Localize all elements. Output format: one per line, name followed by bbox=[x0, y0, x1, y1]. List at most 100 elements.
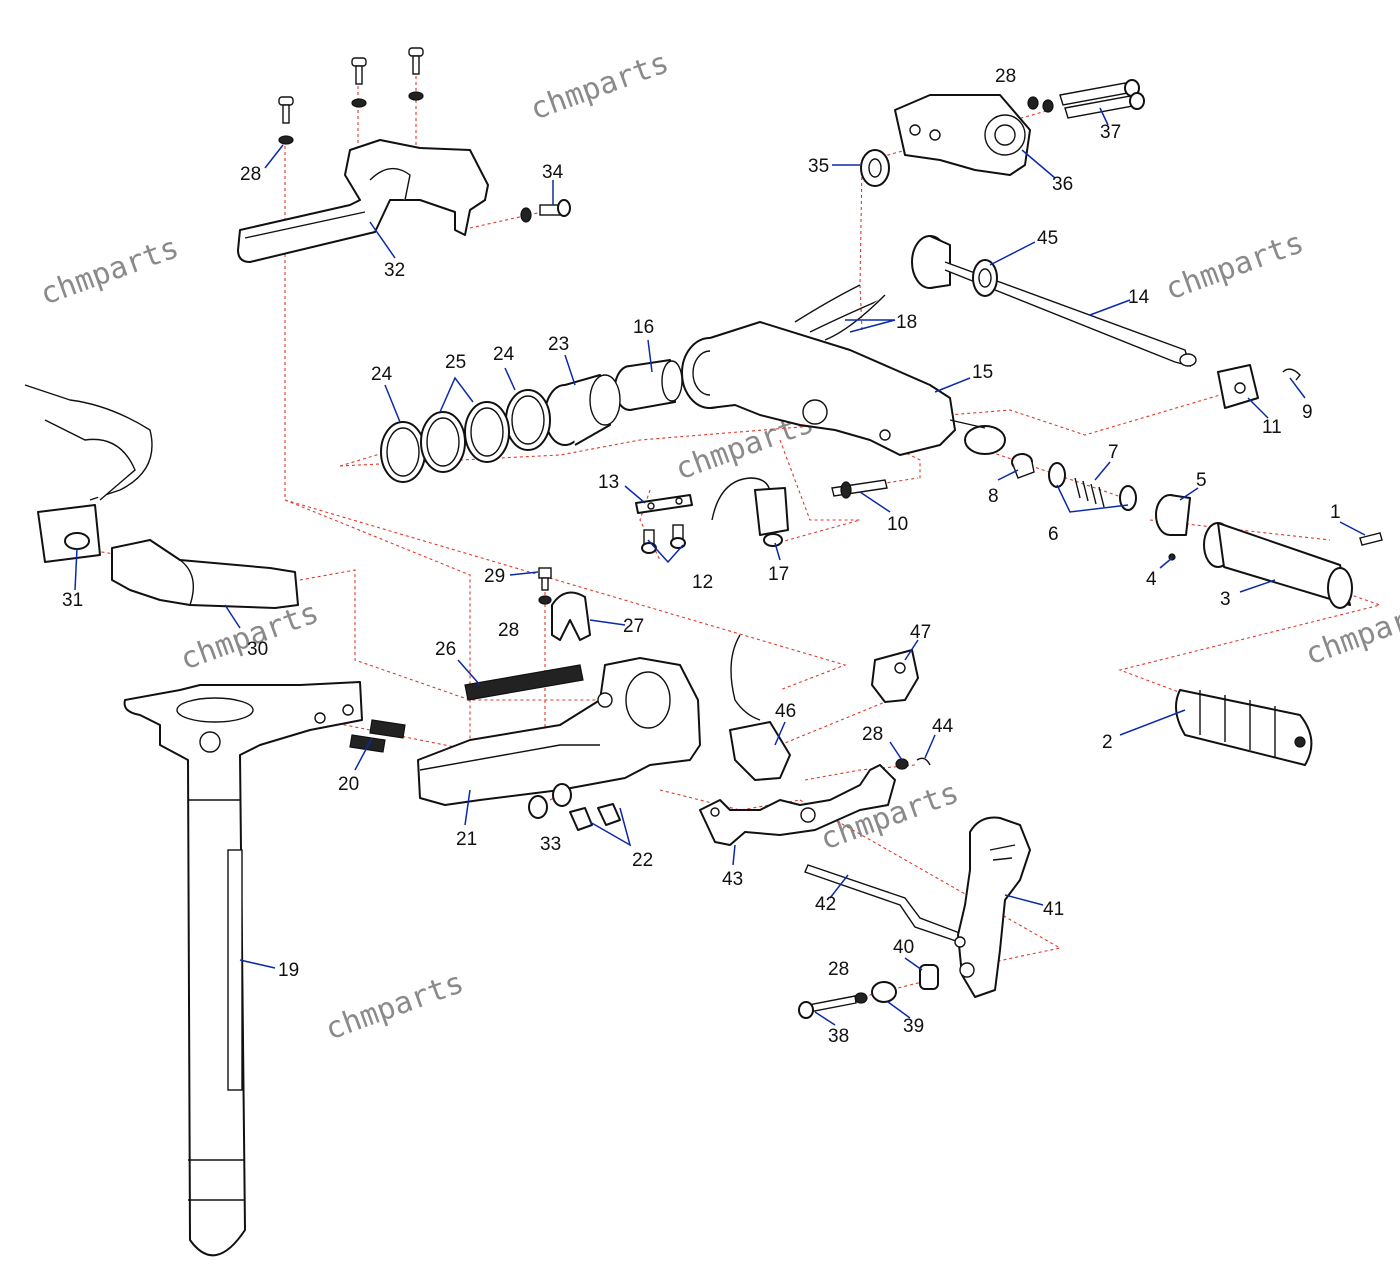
callout-30: 30 bbox=[247, 639, 268, 660]
callout-43: 43 bbox=[722, 869, 743, 890]
part-29-27-clamp bbox=[538, 567, 591, 641]
part-35-bushing bbox=[860, 149, 890, 187]
callout-17: 17 bbox=[768, 564, 789, 585]
callout-46: 46 bbox=[775, 701, 796, 722]
callout-19: 19 bbox=[278, 960, 299, 981]
callout-45: 45 bbox=[1037, 228, 1058, 249]
callout-24b: 24 bbox=[493, 344, 515, 365]
callout-4: 4 bbox=[1146, 569, 1157, 590]
part-40-ring bbox=[919, 964, 939, 990]
callout-7: 7 bbox=[1108, 442, 1119, 463]
callout-5: 5 bbox=[1196, 470, 1207, 491]
callout-8: 8 bbox=[988, 486, 999, 507]
callout-28-d: 28 bbox=[862, 724, 883, 745]
part-17-switch bbox=[711, 477, 789, 547]
part-6-washers bbox=[1048, 462, 1137, 511]
callout-12: 12 bbox=[692, 572, 713, 593]
callout-26: 26 bbox=[435, 639, 456, 660]
callout-28-e: 28 bbox=[828, 959, 849, 980]
callout-27: 27 bbox=[623, 616, 644, 637]
watermark-1: chmparts bbox=[526, 45, 674, 127]
callout-6: 6 bbox=[1048, 524, 1059, 545]
part-20-studs bbox=[349, 719, 406, 753]
part-28-screws-top bbox=[278, 47, 424, 145]
callout-42: 42 bbox=[815, 894, 836, 915]
part-47-cover bbox=[871, 649, 919, 703]
part-36-bracket bbox=[894, 94, 1031, 176]
callout-38: 38 bbox=[828, 1026, 849, 1047]
part-16-sleeve bbox=[614, 359, 683, 411]
part-19-tiller-arm bbox=[123, 681, 363, 1257]
part-39-28-washers bbox=[854, 981, 897, 1004]
callouts: 1 2 3 4 5 6 7 8 9 10 11 12 13 14 15 16 1… bbox=[62, 66, 1341, 1047]
part-10-pin bbox=[831, 479, 888, 499]
callout-9: 9 bbox=[1302, 402, 1313, 423]
part-37-bolts bbox=[1027, 79, 1145, 119]
part-25-rings bbox=[420, 401, 510, 473]
callout-33: 33 bbox=[540, 834, 561, 855]
callout-20: 20 bbox=[338, 774, 359, 795]
part-30-elbow bbox=[111, 539, 299, 609]
part-18-cables bbox=[794, 284, 886, 341]
part-26-spring bbox=[464, 664, 584, 701]
callout-13: 13 bbox=[598, 472, 619, 493]
callout-37: 37 bbox=[1100, 122, 1121, 143]
part-34-screw bbox=[520, 199, 571, 223]
callout-18: 18 bbox=[896, 312, 917, 333]
watermark-2: chmparts bbox=[36, 230, 184, 312]
part-31-cable-connector bbox=[24, 384, 153, 563]
part-11-block bbox=[1217, 364, 1259, 409]
part-23-bushing bbox=[544, 374, 621, 446]
part-21-lower-bracket bbox=[417, 657, 701, 806]
part-2-knob bbox=[1175, 689, 1313, 766]
callout-40: 40 bbox=[893, 937, 914, 958]
callout-25: 25 bbox=[445, 352, 466, 373]
callout-24: 24 bbox=[371, 364, 393, 385]
callout-3: 3 bbox=[1220, 589, 1231, 610]
callout-10: 10 bbox=[887, 514, 908, 535]
callout-35: 35 bbox=[808, 156, 829, 177]
callout-1: 1 bbox=[1330, 502, 1341, 523]
callout-28-c: 28 bbox=[498, 620, 519, 641]
part-5-cam bbox=[1155, 494, 1191, 536]
assembly-lines bbox=[59, 70, 1382, 1011]
part-12-screws bbox=[641, 524, 686, 554]
callout-22: 22 bbox=[632, 850, 653, 871]
callout-32: 32 bbox=[384, 260, 405, 281]
callout-41: 41 bbox=[1043, 899, 1064, 920]
part-9-clip bbox=[1282, 368, 1301, 381]
callout-14: 14 bbox=[1128, 287, 1150, 308]
part-33-22-washers-nuts bbox=[528, 783, 621, 831]
part-7-spring bbox=[1074, 477, 1105, 508]
callout-23: 23 bbox=[548, 334, 569, 355]
callout-21: 21 bbox=[456, 829, 477, 850]
callout-34: 34 bbox=[542, 162, 564, 183]
callout-2: 2 bbox=[1102, 732, 1113, 753]
part-43-linkage bbox=[699, 764, 896, 846]
callout-16: 16 bbox=[633, 317, 654, 338]
callout-39: 39 bbox=[903, 1016, 924, 1037]
part-38-bolt bbox=[798, 995, 857, 1019]
part-1-screw bbox=[1359, 532, 1383, 546]
part-14-shaft bbox=[911, 235, 1197, 368]
part-46-switch bbox=[729, 634, 791, 781]
callout-28-b: 28 bbox=[995, 66, 1016, 87]
part-13-plate bbox=[635, 494, 693, 514]
callout-15: 15 bbox=[972, 362, 993, 383]
leader-lines bbox=[74, 107, 1366, 1026]
part-44-28-clip bbox=[895, 757, 931, 770]
watermark-8: chmparts bbox=[321, 965, 469, 1047]
part-8-collar bbox=[1011, 453, 1035, 479]
part-32-top-cover bbox=[237, 139, 489, 263]
callout-31: 31 bbox=[62, 590, 83, 611]
part-41-lever bbox=[954, 816, 1031, 998]
callout-47: 47 bbox=[910, 622, 931, 643]
callout-11: 11 bbox=[1262, 417, 1282, 438]
part-15-tiller-body bbox=[681, 321, 1006, 456]
part-3-grip bbox=[1203, 522, 1353, 609]
callout-29: 29 bbox=[484, 566, 505, 587]
part-24-rings bbox=[380, 389, 551, 483]
callout-28-a: 28 bbox=[240, 164, 261, 185]
